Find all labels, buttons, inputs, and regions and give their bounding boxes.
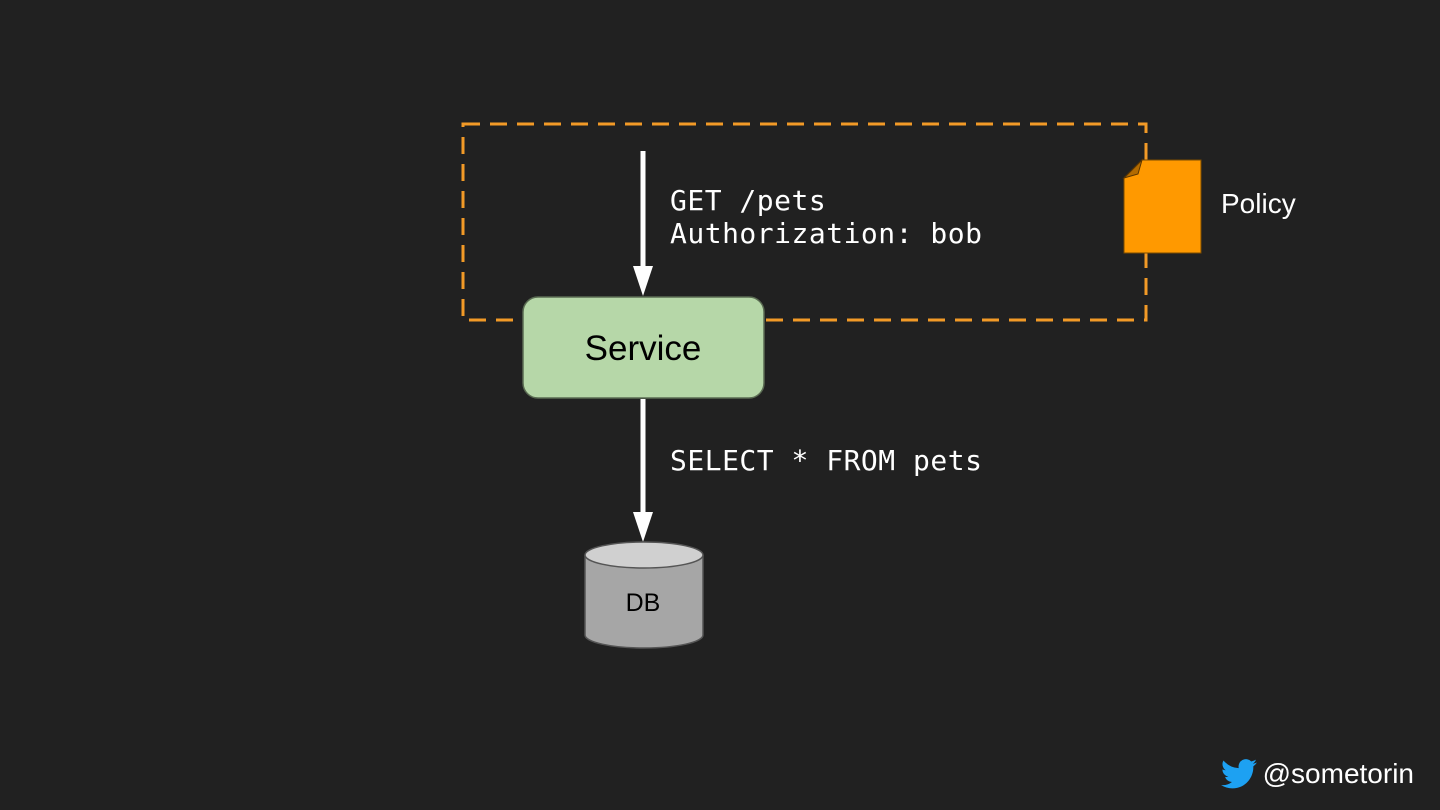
request-line-method: GET /pets [670, 184, 826, 217]
request-line-auth: Authorization: bob [670, 217, 982, 250]
twitter-bird-icon [1220, 759, 1257, 789]
twitter-handle: @sometorin [1262, 758, 1414, 789]
database-body [584, 555, 704, 649]
query-arrow [633, 399, 653, 542]
service-label: Service [585, 329, 702, 368]
policy-label: Policy [1221, 188, 1296, 219]
request-arrow [633, 151, 653, 296]
database-label: DB [626, 589, 661, 617]
service-box [522, 296, 765, 399]
service-node: Service [522, 296, 765, 399]
social-handle: @sometorin [1220, 758, 1414, 790]
document-icon [1122, 158, 1202, 254]
database-node: DB [584, 541, 704, 649]
policy-boundary [461, 122, 1148, 322]
query-text: SELECT * FROM pets [670, 444, 982, 477]
database-top [584, 541, 704, 569]
